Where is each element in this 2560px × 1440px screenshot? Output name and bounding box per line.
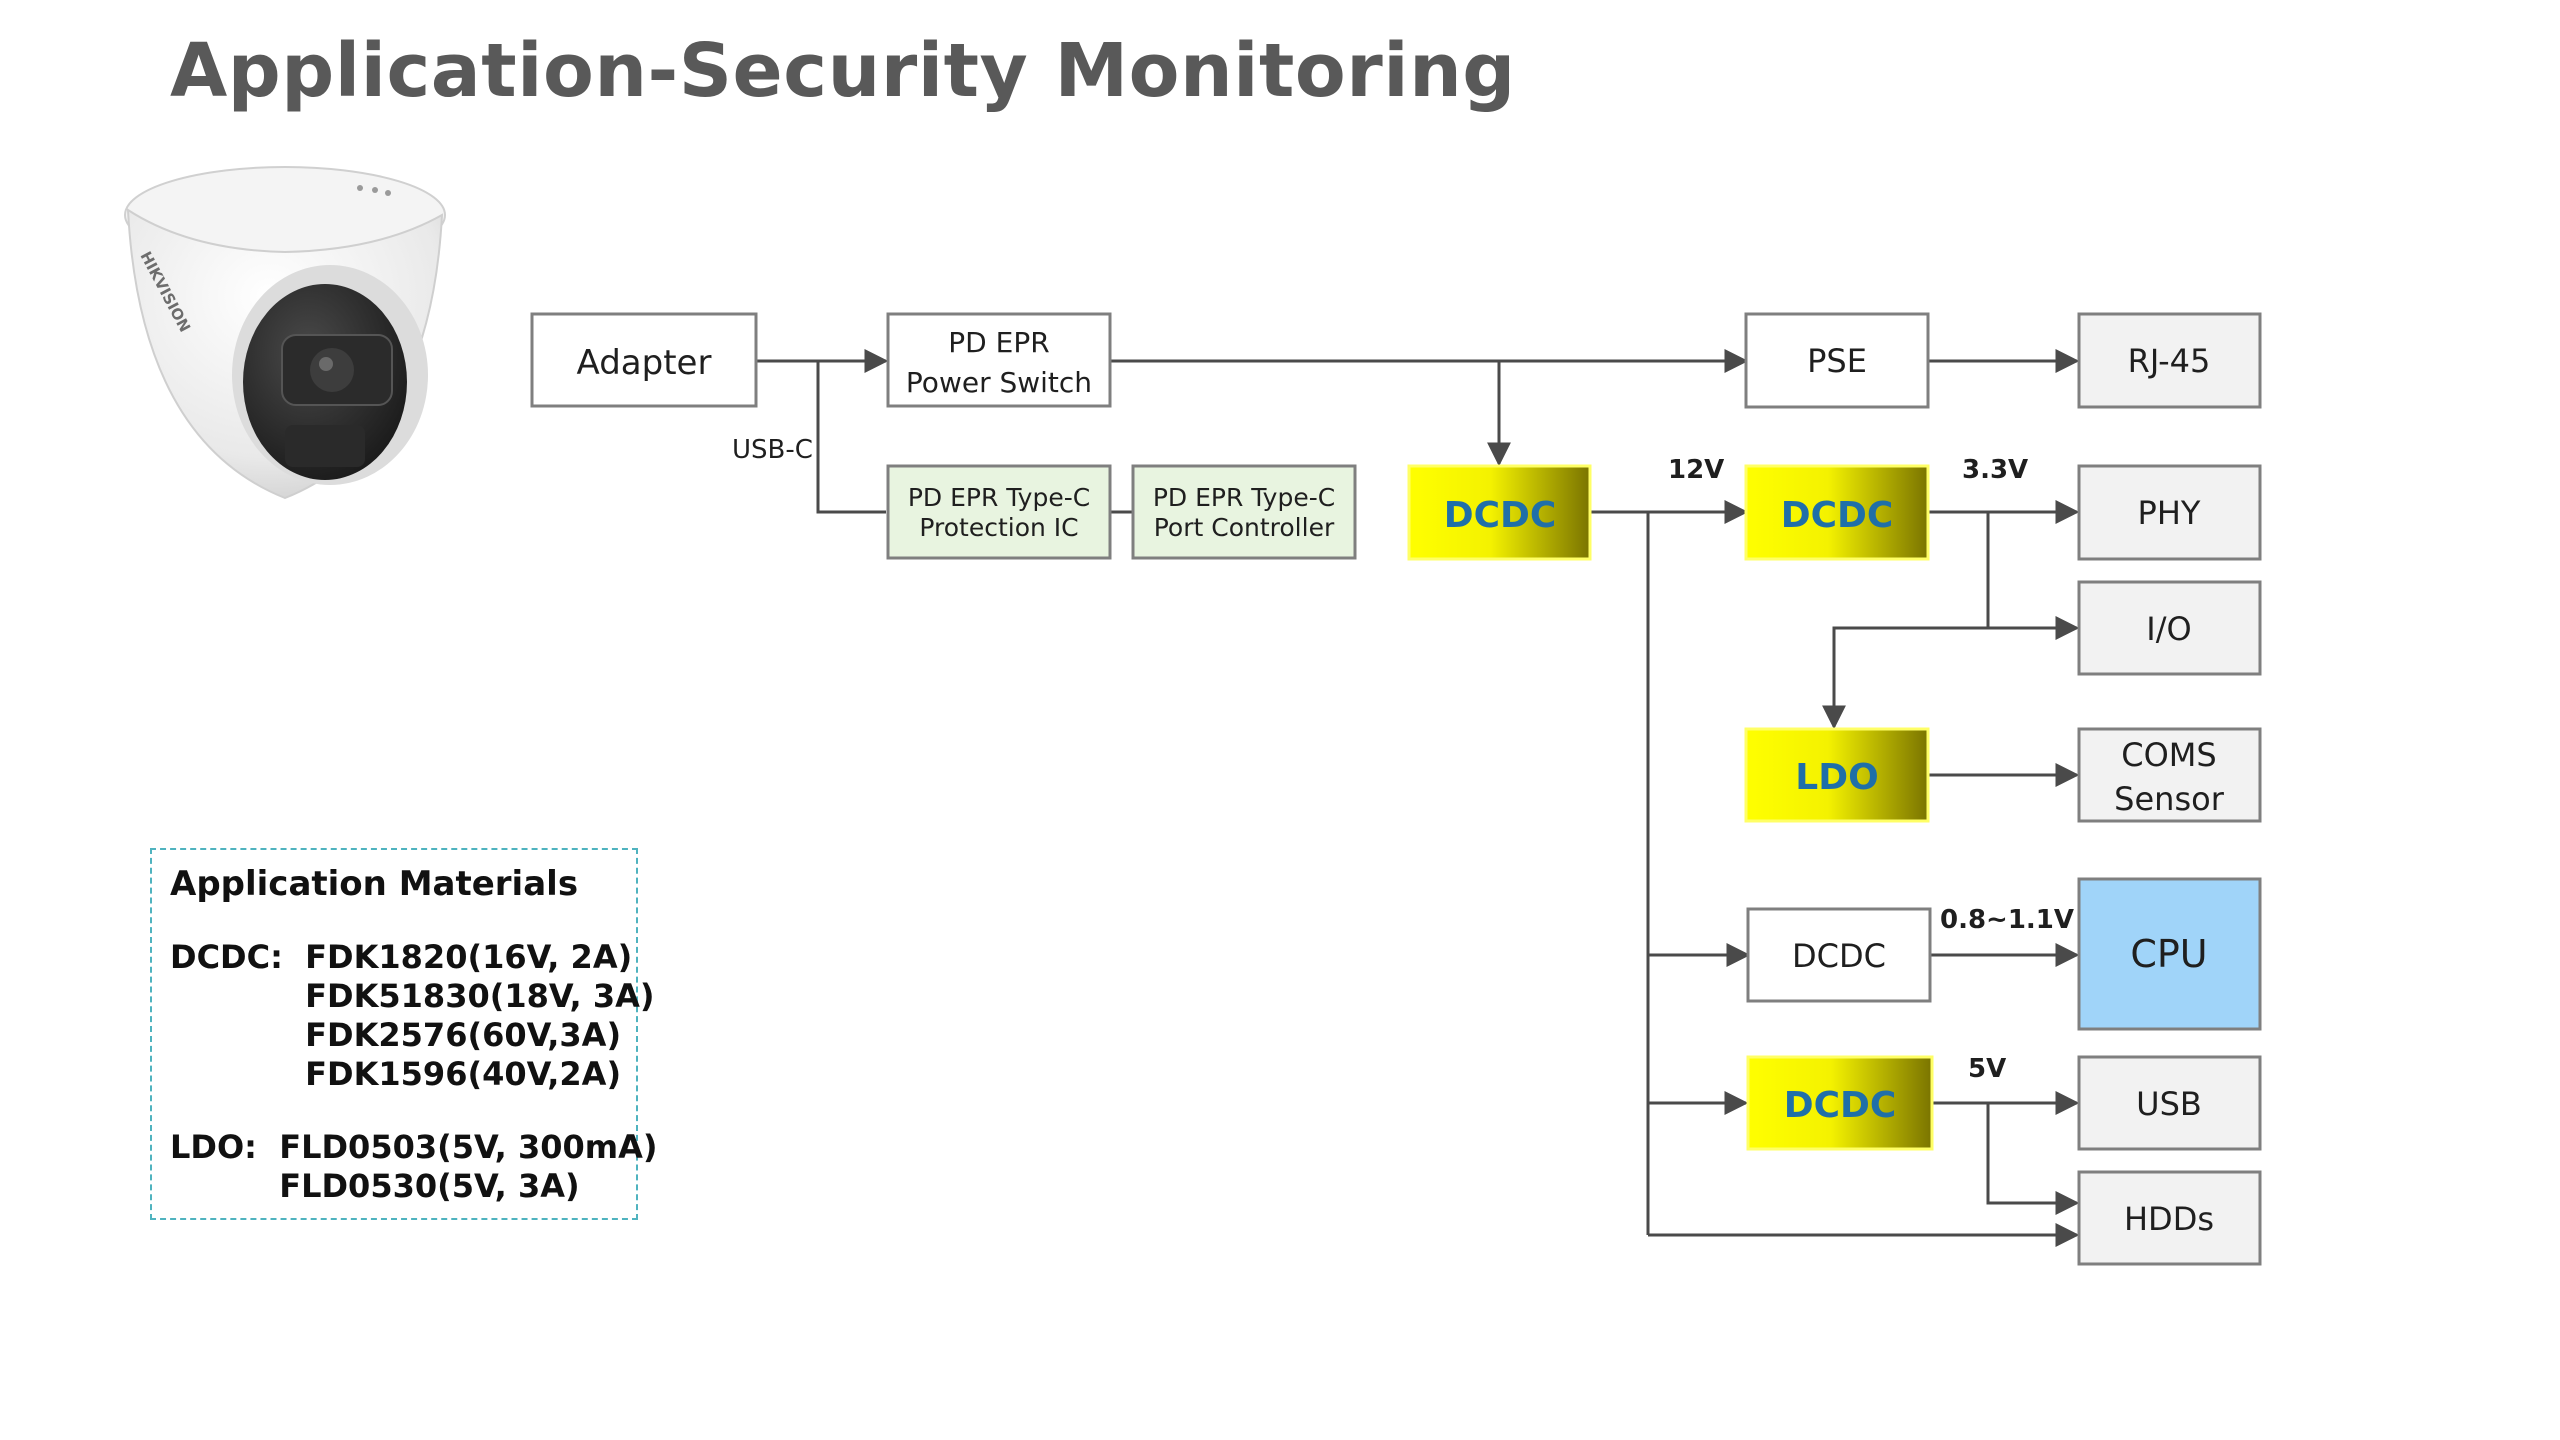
io-label: I/O [2146,610,2191,648]
dome-camera-image: HIKVISION [124,166,446,500]
hdds-block: HDDs [2077,1170,2262,1266]
rj45-label: RJ-45 [2128,342,2211,380]
dcdc-33v-block: DCDC [1744,464,1930,561]
page-title: Application-Security Monitoring [170,28,1516,114]
ldo-block: LDO [1744,727,1930,823]
phy-label: PHY [2138,494,2201,532]
dcdc-main-label: DCDC [1444,495,1557,536]
application-materials-panel: Application Materials DCDC: FDK1820(16V,… [150,848,657,1220]
pse-block: PSE [1744,312,1930,409]
materials-dcdc-group: DCDC: FDK1820(16V, 2A) FDK51830(18V, 3A)… [170,938,654,1094]
dcdc-cpu-block: DCDC [1746,907,1932,1003]
phy-block: PHY [2077,464,2262,561]
coms-label-line2: Sensor [2114,780,2225,818]
pd-switch-label-line2: Power Switch [906,366,1092,399]
dcdc-5v-block: DCDC [1746,1055,1934,1151]
coms-sensor-block: COMS Sensor [2077,727,2262,823]
cpu-block: CPU [2077,877,2262,1031]
port-label-line1: PD EPR Type-C [1153,483,1335,512]
arrow-5v-to-hdds [1986,1103,2080,1215]
voltage-33v-label: 3.3V [1962,455,2028,485]
prot-label-line1: PD EPR Type-C [908,483,1090,512]
port-label-line2: Port Controller [1154,513,1335,542]
adapter-block: Adapter [530,312,758,408]
pse-label: PSE [1807,342,1867,380]
usb-label: USB [2136,1085,2202,1123]
port-controller-block: PD EPR Type-C Port Controller [1131,464,1357,560]
voltage-12v-label: 12V [1668,455,1724,485]
dcdc-cpu-label: DCDC [1792,937,1886,975]
connectors [756,349,2080,1247]
dcdc-5v-label: DCDC [1784,1085,1897,1126]
usbc-label: USB-C [732,435,813,465]
materials-heading: Application Materials [170,864,579,904]
materials-ldo-prefix: LDO: [170,1128,280,1166]
materials-dcdc-prefix: DCDC: [170,938,306,976]
materials-dcdc-item: FDK1820(16V, 2A) [305,938,633,976]
line-usbc-branch [816,361,886,514]
pd-switch-label-line1: PD EPR [948,326,1049,359]
dcdc-33v-label: DCDC [1781,495,1894,536]
cpu-label: CPU [2130,932,2207,976]
usb-block: USB [2077,1055,2262,1151]
prot-label-line2: Protection IC [919,513,1078,542]
ldo-label: LDO [1795,757,1878,798]
dcdc-main-block: DCDC [1407,464,1592,561]
voltage-cpu-label: 0.8~1.1V [1940,905,2074,935]
materials-ldo-item: FLD0503(5V, 300mA) [279,1128,658,1166]
io-block: I/O [2077,580,2262,676]
materials-ldo-item: FLD0530(5V, 3A) [279,1167,580,1205]
materials-ldo-group: LDO: FLD0503(5V, 300mA) FLD0530(5V, 3A) [170,1128,657,1206]
coms-label-line1: COMS [2121,736,2216,774]
rj45-block: RJ-45 [2077,312,2262,409]
materials-dcdc-item: FDK2576(60V,3A) [305,1016,622,1054]
pd-power-switch-block: PD EPR Power Switch [886,312,1112,408]
materials-dcdc-item: FDK1596(40V,2A) [305,1055,622,1093]
voltage-5v-label: 5V [1968,1054,2006,1084]
arrow-to-ldo [1822,626,1988,730]
adapter-label: Adapter [577,343,712,383]
protection-ic-block: PD EPR Type-C Protection IC [886,464,1112,560]
hdds-label: HDDs [2124,1200,2214,1238]
materials-dcdc-item: FDK51830(18V, 3A) [305,977,655,1015]
